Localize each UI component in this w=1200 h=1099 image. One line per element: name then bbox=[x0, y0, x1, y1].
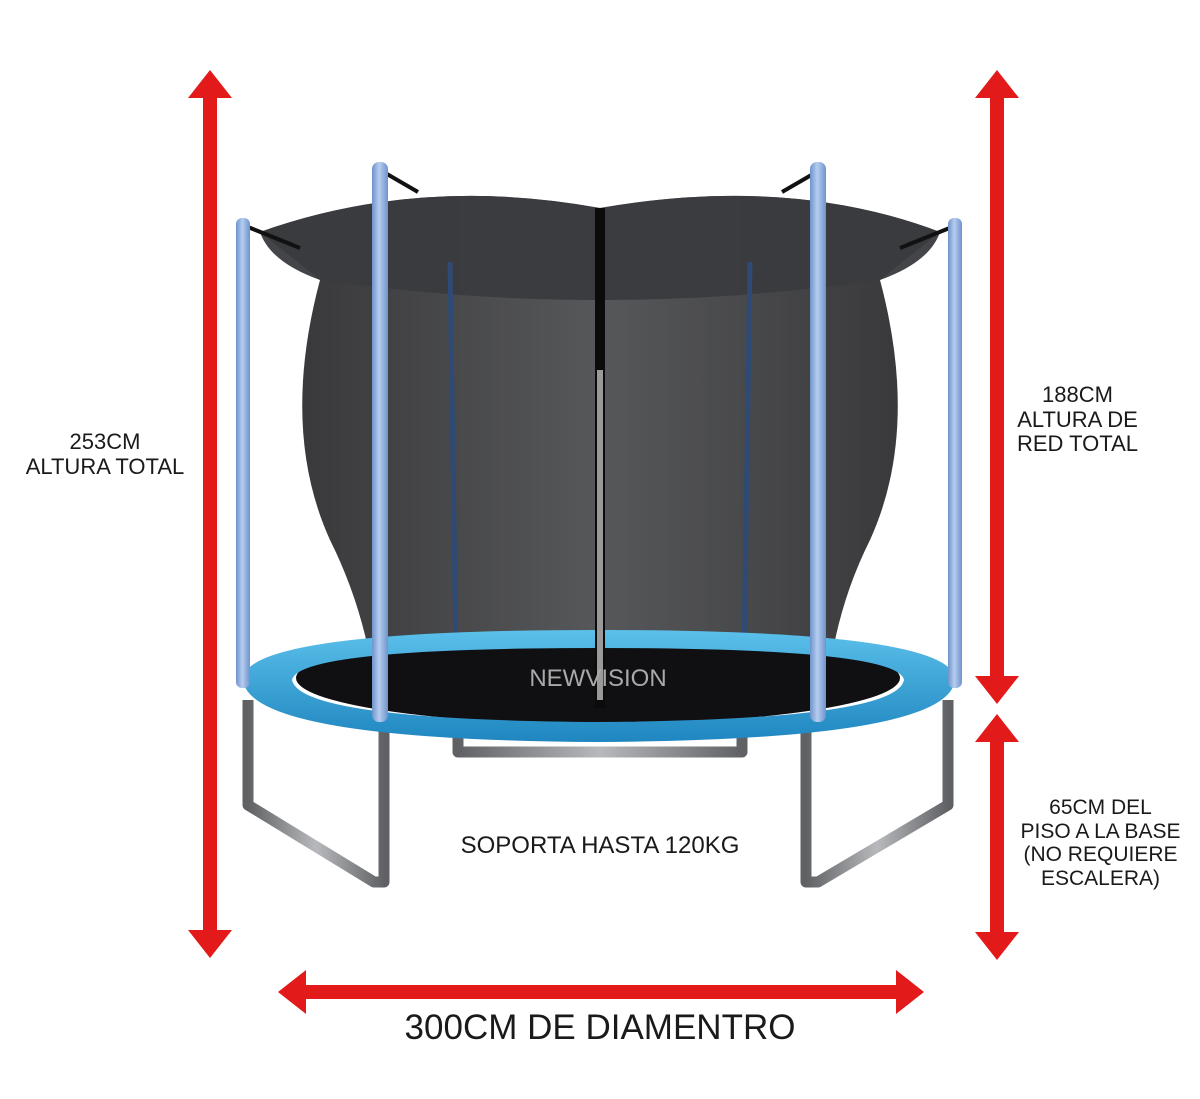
zipper-teeth bbox=[597, 370, 603, 700]
net-height-value: 188CM bbox=[1042, 382, 1113, 407]
capacity-label: SOPORTA HASTA 120KG bbox=[460, 832, 740, 859]
total-height-arrow bbox=[188, 70, 232, 958]
brand-logo: NEWVISION bbox=[529, 665, 666, 692]
base-height-caption-1: PISO A LA BASE bbox=[1020, 819, 1181, 843]
dimension-arrows bbox=[188, 70, 1019, 1014]
base-height-arrow bbox=[975, 714, 1019, 960]
total-height-label: 253CM ALTURA TOTAL bbox=[10, 429, 200, 479]
inner-poles bbox=[447, 261, 753, 661]
total-height-caption: ALTURA TOTAL bbox=[25, 453, 185, 479]
net-height-arrow bbox=[975, 70, 1019, 704]
net-height-caption-1: ALTURA DE bbox=[1017, 406, 1138, 432]
net-height-caption-2: RED TOTAL bbox=[1016, 431, 1139, 457]
net-height-label: 188CM ALTURA DE RED TOTAL bbox=[995, 382, 1160, 457]
base-height-caption-3: ESCALERA) bbox=[1040, 866, 1161, 890]
total-height-value: 253CM bbox=[69, 429, 141, 454]
diameter-label: 300CM DE DIAMENTRO bbox=[404, 1008, 796, 1047]
diameter-arrow bbox=[278, 970, 924, 1014]
base-height-value: 65CM DEL bbox=[1049, 796, 1152, 819]
frame-poles bbox=[236, 162, 962, 722]
base-height-caption-2: (NO REQUIERE bbox=[1023, 843, 1178, 867]
base-height-label: 65CM DEL PISO A LA BASE (NO REQUIERE ESC… bbox=[1008, 796, 1193, 890]
